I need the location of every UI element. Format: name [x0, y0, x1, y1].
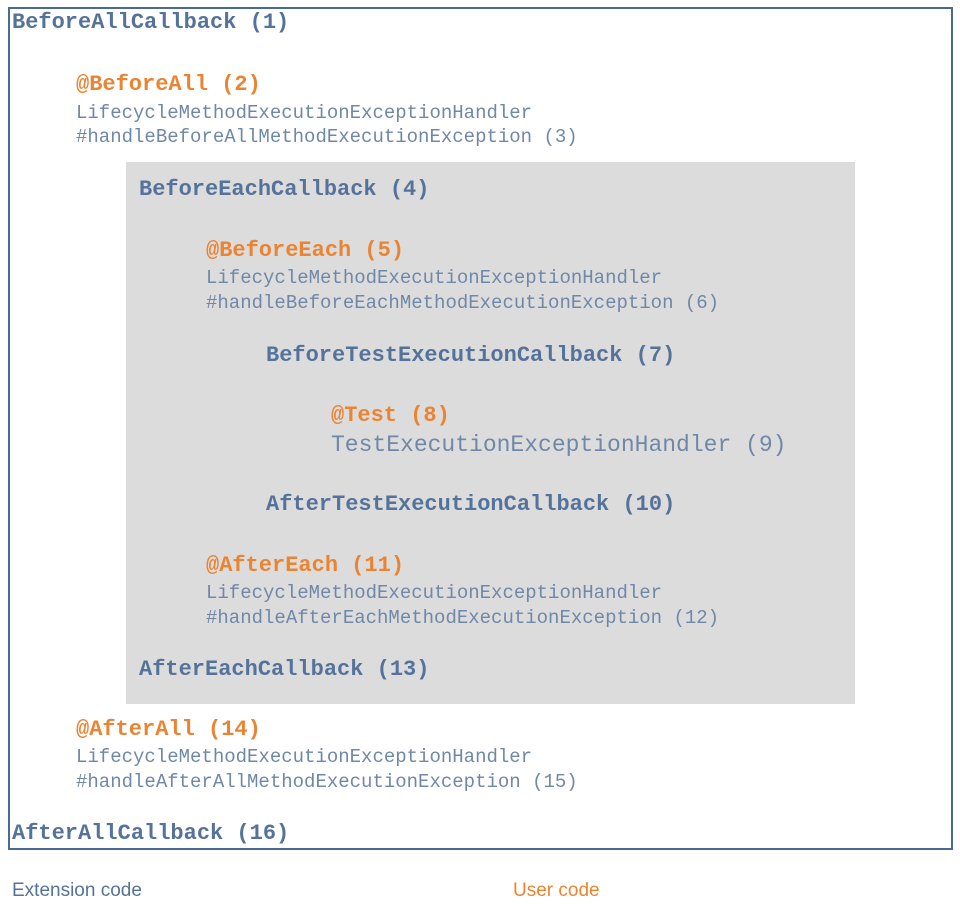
before-all-method: @BeforeAll (2): [76, 72, 261, 97]
after-each-handler-line2: #handleAfterEachMethodExecutionException…: [206, 607, 720, 629]
legend-extension-code: Extension code: [12, 880, 142, 901]
after-test-execution-callback: AfterTestExecutionCallback (10): [266, 492, 676, 517]
legend-user-code: User code: [513, 880, 600, 901]
before-each-handler-line1: LifecycleMethodExecutionExceptionHandler: [206, 267, 663, 289]
after-each-handler-line1: LifecycleMethodExecutionExceptionHandler: [206, 582, 663, 604]
after-all-method: @AfterAll (14): [76, 717, 261, 742]
after-each-callback: AfterEachCallback (13): [139, 657, 430, 682]
before-each-handler-line2: #handleBeforeEachMethodExecutionExceptio…: [206, 292, 720, 314]
test-execution-exception-handler: TestExecutionExceptionHandler (9): [331, 432, 787, 458]
before-test-execution-callback: BeforeTestExecutionCallback (7): [266, 343, 676, 368]
before-all-handler-line1: LifecycleMethodExecutionExceptionHandler: [76, 102, 533, 124]
test-method: @Test (8): [331, 403, 450, 428]
before-all-handler-line2: #handleBeforeAllMethodExecutionException…: [76, 126, 578, 148]
before-each-method: @BeforeEach (5): [206, 238, 405, 263]
before-each-callback: BeforeEachCallback (4): [139, 177, 430, 202]
inner-shaded-region: [126, 162, 855, 704]
after-all-callback: AfterAllCallback (16): [12, 821, 290, 846]
before-all-callback: BeforeAllCallback (1): [12, 10, 290, 35]
after-all-handler-line1: LifecycleMethodExecutionExceptionHandler: [76, 746, 533, 768]
after-each-method: @AfterEach (11): [206, 553, 405, 578]
after-all-handler-line2: #handleAfterAllMethodExecutionException …: [76, 771, 578, 793]
